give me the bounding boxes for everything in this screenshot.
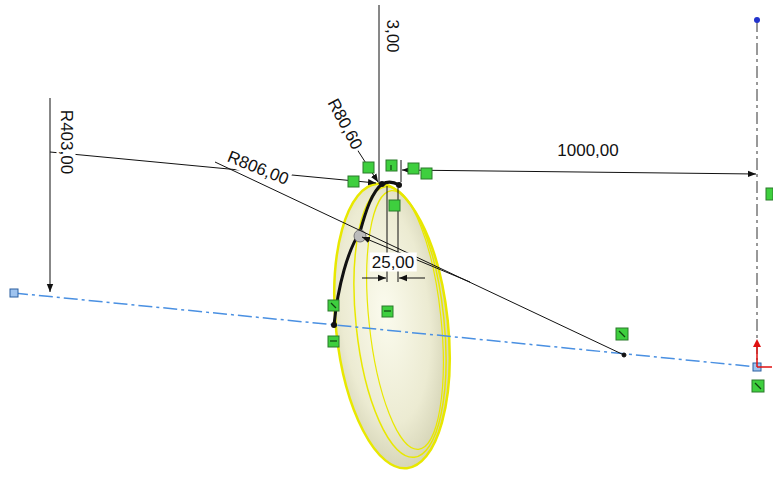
dimension-label: R403,00 <box>57 108 76 176</box>
dimension-lines <box>50 5 756 357</box>
dimension-label: 1000,00 <box>555 141 620 160</box>
origin-arrow <box>757 366 772 368</box>
sketch-point <box>331 322 337 328</box>
origin-arrow <box>753 339 761 347</box>
axis-line <box>757 20 758 360</box>
sketch-point <box>379 181 385 187</box>
dimension-label: 3,00 <box>383 17 402 54</box>
origin-arrow <box>756 345 758 367</box>
axis-point <box>754 17 760 23</box>
end-point <box>10 289 18 297</box>
relation-icons <box>328 160 773 392</box>
arc-center-marker <box>354 230 366 242</box>
center-line <box>14 293 757 367</box>
sketch-point <box>396 182 402 188</box>
dimension-label: 25,00 <box>370 253 417 272</box>
relation-glyphs <box>330 165 761 389</box>
dimension-label: R806,00 <box>223 146 293 189</box>
dimension-label: R80,60 <box>323 94 367 155</box>
